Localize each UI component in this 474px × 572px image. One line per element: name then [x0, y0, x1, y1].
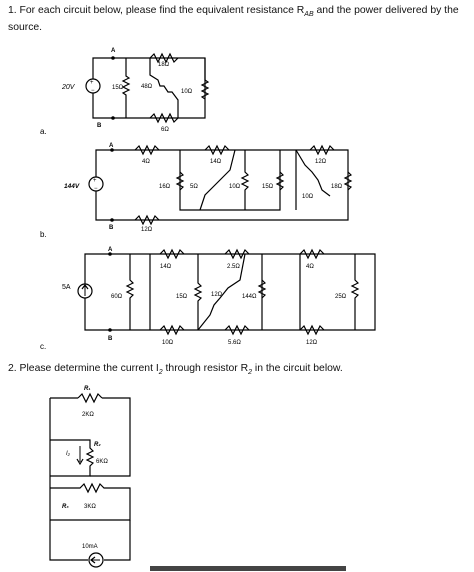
- svg-text:B: B: [97, 123, 102, 129]
- scrollbar[interactable]: [150, 566, 346, 571]
- svg-text:12Ω: 12Ω: [211, 292, 223, 298]
- svg-text:A: A: [109, 143, 114, 149]
- svg-text:2KΩ: 2KΩ: [82, 412, 94, 418]
- question-2-text: 2. Please determine the current I2 throu…: [8, 363, 343, 377]
- svg-text:60Ω: 60Ω: [111, 294, 123, 300]
- circuit-b: b. + − 144V A B 4Ω 12Ω 16Ω 14Ω 5Ω 10Ω 15…: [40, 143, 353, 239]
- svg-text:R₁: R₁: [84, 386, 90, 392]
- svg-text:6KΩ: 6KΩ: [96, 459, 108, 465]
- svg-text:10Ω: 10Ω: [162, 340, 174, 346]
- svg-text:3KΩ: 3KΩ: [84, 504, 96, 510]
- svg-text:B: B: [109, 225, 114, 231]
- svg-text:10Ω: 10Ω: [181, 89, 193, 95]
- svg-text:16Ω: 16Ω: [159, 184, 171, 190]
- svg-text:+: +: [93, 178, 97, 184]
- svg-text:2.5Ω: 2.5Ω: [227, 264, 240, 270]
- svg-text:10Ω: 10Ω: [302, 194, 314, 200]
- svg-text:6Ω: 6Ω: [161, 127, 169, 133]
- svg-text:5.6Ω: 5.6Ω: [228, 340, 241, 346]
- svg-text:14Ω: 14Ω: [160, 264, 172, 270]
- svg-text:10Ω: 10Ω: [229, 184, 241, 190]
- svg-text:14Ω: 14Ω: [210, 159, 222, 165]
- svg-text:4Ω: 4Ω: [142, 159, 150, 165]
- circuit-b-label: b.: [40, 230, 47, 239]
- svg-text:12Ω: 12Ω: [315, 159, 327, 165]
- svg-text:10mA: 10mA: [82, 544, 98, 550]
- svg-text:18Ω: 18Ω: [158, 62, 170, 68]
- svg-text:B: B: [108, 336, 113, 342]
- svg-text:15Ω: 15Ω: [262, 184, 274, 190]
- svg-text:+: +: [90, 80, 94, 86]
- circuit-2: R₁ 2KΩ R₂ 6KΩ I₂ R₃ 3KΩ 10mA: [49, 386, 131, 568]
- svg-text:18Ω: 18Ω: [331, 184, 343, 190]
- svg-text:48Ω: 48Ω: [141, 84, 153, 90]
- circuit-a: a. + − 20V A B 15Ω 18Ω 48Ω 10Ω 6Ω: [40, 48, 210, 136]
- svg-text:5Ω: 5Ω: [190, 184, 198, 190]
- svg-text:A: A: [108, 247, 113, 253]
- circuit-a-label: a.: [40, 127, 47, 136]
- svg-text:R₃: R₃: [62, 504, 69, 510]
- svg-text:144Ω: 144Ω: [242, 294, 257, 300]
- source-a-value: 20V: [61, 84, 76, 91]
- svg-text:A: A: [111, 48, 116, 54]
- svg-text:144V: 144V: [64, 183, 80, 190]
- current-source-2: [88, 552, 104, 568]
- svg-text:−: −: [91, 88, 95, 94]
- circuit-c: c. 5A A B 60Ω 14Ω 2.5Ω 4Ω 15Ω 12Ω 144Ω: [40, 247, 376, 351]
- svg-text:I₂: I₂: [66, 451, 71, 457]
- svg-text:15Ω: 15Ω: [176, 294, 188, 300]
- svg-text:4Ω: 4Ω: [306, 264, 314, 270]
- svg-text:25Ω: 25Ω: [335, 294, 347, 300]
- svg-text:−: −: [94, 186, 98, 192]
- svg-text:12Ω: 12Ω: [306, 340, 318, 346]
- circuit-c-label: c.: [40, 342, 46, 351]
- svg-text:R₂: R₂: [94, 442, 101, 448]
- svg-text:12Ω: 12Ω: [141, 227, 153, 233]
- svg-text:5A: 5A: [62, 284, 71, 291]
- question-1-text: 1. For each circuit below, please find t…: [8, 5, 459, 34]
- svg-text:15Ω: 15Ω: [112, 85, 124, 91]
